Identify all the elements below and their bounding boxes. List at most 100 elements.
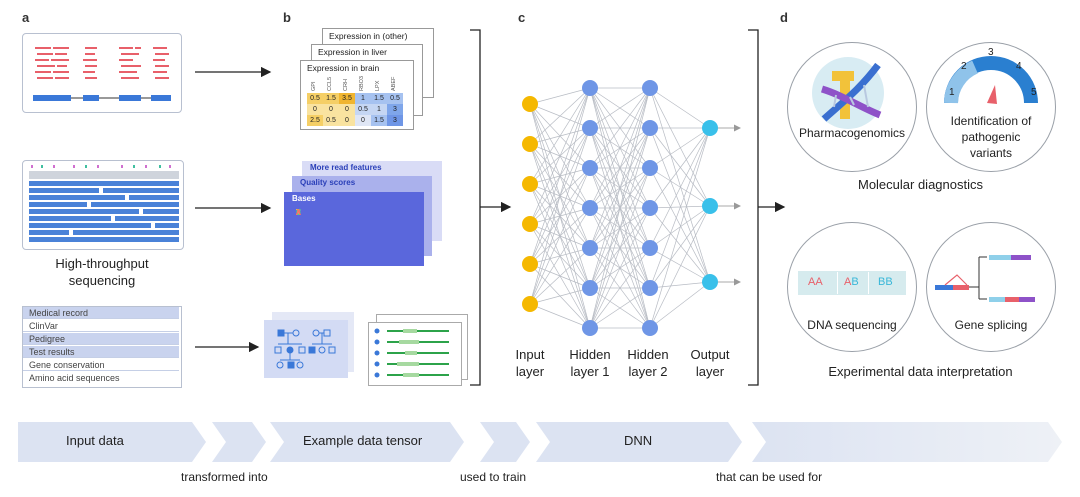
dna-helix-icon bbox=[812, 57, 884, 129]
flow-band bbox=[18, 422, 1062, 462]
hidden2-node bbox=[642, 160, 658, 176]
nn-edge bbox=[649, 205, 711, 329]
expr-cell: 0 bbox=[339, 115, 355, 126]
nn-edge bbox=[649, 127, 711, 283]
experimental-label: Experimental data interpretation bbox=[828, 364, 1013, 379]
output-node bbox=[702, 198, 718, 214]
nn-edge bbox=[529, 87, 591, 305]
flow-step-data-tensor: Example data tensor bbox=[303, 433, 423, 448]
hidden-layer-1-label: Hidden layer 1 bbox=[560, 346, 620, 380]
pathogenic-variants-circle: 1 2 3 4 5 Identification of pathogenic v… bbox=[926, 42, 1056, 172]
nn-edge bbox=[589, 87, 651, 249]
layer-label-line1: Output bbox=[690, 347, 730, 362]
input-node bbox=[522, 136, 538, 152]
dna-sequencing-circle: AA AB BB DNA sequencing bbox=[787, 222, 917, 352]
output-node bbox=[702, 120, 718, 136]
flow-step-input-data: Input data bbox=[66, 433, 124, 448]
nn-edge bbox=[649, 167, 711, 283]
pathogenic-label: Identification of pathogenic variants bbox=[927, 113, 1055, 161]
layer-label-line1: Input bbox=[515, 347, 545, 362]
gene-header: RBO3 bbox=[359, 76, 365, 91]
output-node bbox=[702, 274, 718, 290]
expr-sheet-title: Expression in liver bbox=[318, 47, 387, 57]
record-row: Test results bbox=[23, 346, 179, 358]
nn-edge bbox=[649, 87, 711, 129]
read-layer-title: Quality scores bbox=[300, 178, 356, 187]
flow-connector-train: used to train bbox=[460, 470, 527, 484]
panel-letter-a: a bbox=[22, 10, 30, 25]
hts-label: High-throughput sequencing bbox=[22, 255, 182, 289]
pathogenic-label-line1: Identification of bbox=[950, 114, 1032, 128]
flow-connector-used-for: that can be used for bbox=[716, 470, 823, 484]
hidden2-node bbox=[642, 120, 658, 136]
genotype-aa: AA bbox=[808, 276, 823, 288]
nn-edge bbox=[589, 207, 651, 329]
nn-edge bbox=[529, 87, 591, 105]
gene-header: CRH bbox=[343, 79, 349, 91]
molecular-diagnostics-label: Molecular diagnostics bbox=[857, 177, 983, 192]
genotype-bb: BB bbox=[878, 276, 893, 288]
nn-edge bbox=[529, 87, 591, 265]
expr-sheet-title: Expression in brain bbox=[307, 63, 380, 73]
gene-header: ABEF bbox=[391, 76, 397, 91]
hidden1-node bbox=[582, 320, 598, 336]
nn-edge bbox=[529, 167, 591, 305]
expr-cell: 2.5 bbox=[307, 115, 323, 126]
panel-letter-d: d bbox=[780, 10, 788, 25]
sequencing-pileup-icon bbox=[29, 165, 179, 242]
nn-edge bbox=[589, 287, 651, 329]
pathogenic-label-line2: pathogenic bbox=[961, 130, 1021, 144]
flow-step-4-shape bbox=[752, 422, 1062, 462]
nn-edge bbox=[649, 127, 711, 329]
nn-edge bbox=[649, 87, 711, 207]
gene-splicing-circle: Gene splicing bbox=[926, 222, 1056, 352]
expr-cell: 1.5 bbox=[323, 93, 339, 104]
records-table: Medical record ClinVar Pedigree Test res… bbox=[22, 306, 182, 388]
expr-cell: 0.5 bbox=[307, 93, 323, 104]
nn-edge bbox=[649, 281, 711, 289]
nn-edge bbox=[529, 287, 591, 305]
expr-cell: 1 bbox=[371, 104, 387, 115]
nn-edge bbox=[589, 127, 651, 329]
pedigree-icon bbox=[274, 329, 336, 369]
hidden1-node bbox=[582, 240, 598, 256]
read-layer-title: Bases bbox=[292, 194, 316, 203]
genotype-divider bbox=[837, 272, 838, 294]
conservation-card bbox=[368, 322, 462, 386]
flow-chevron-1 bbox=[212, 422, 266, 462]
layer-label-line2: layer bbox=[695, 364, 725, 379]
gene-header: GPI bbox=[311, 81, 317, 91]
nn-edge bbox=[589, 87, 651, 289]
pathogenic-label-line3: variants bbox=[969, 146, 1013, 160]
gauge-tick: 3 bbox=[988, 47, 994, 58]
expr-cell: 1.5 bbox=[371, 115, 387, 126]
nn-edge bbox=[529, 247, 591, 305]
nn-edge bbox=[589, 87, 651, 209]
nn-edge bbox=[589, 167, 651, 329]
hidden-layer-2-label: Hidden layer 2 bbox=[618, 346, 678, 380]
flow-step-2-shape bbox=[270, 422, 464, 462]
input-node bbox=[522, 296, 538, 312]
nn-edge bbox=[649, 127, 711, 289]
hidden1-node bbox=[582, 120, 598, 136]
dna-sequencing-label: DNA sequencing bbox=[807, 318, 897, 332]
gauge-tick: 5 bbox=[1031, 87, 1037, 98]
expr-cell: 0.5 bbox=[323, 115, 339, 126]
hts-label-line1: High-throughput bbox=[55, 256, 149, 271]
genotype-bar bbox=[798, 271, 906, 295]
nn-edge bbox=[649, 127, 711, 207]
input-node bbox=[522, 216, 538, 232]
record-row: Gene conservation bbox=[23, 359, 179, 371]
gauge-tick: 4 bbox=[1016, 61, 1022, 72]
nn-edge bbox=[649, 247, 711, 283]
expr-cell: 0 bbox=[307, 104, 323, 115]
flow-connector-transformed: transformed into bbox=[181, 470, 268, 484]
flow-step-3-shape bbox=[536, 422, 742, 462]
expr-sheet-title: Expression in (other) bbox=[329, 31, 408, 41]
nn-edge bbox=[649, 207, 711, 283]
gauge-tick: 1 bbox=[949, 87, 955, 98]
expr-cell: 3.5 bbox=[339, 93, 355, 104]
layer-label-line1: Hidden bbox=[569, 347, 611, 362]
